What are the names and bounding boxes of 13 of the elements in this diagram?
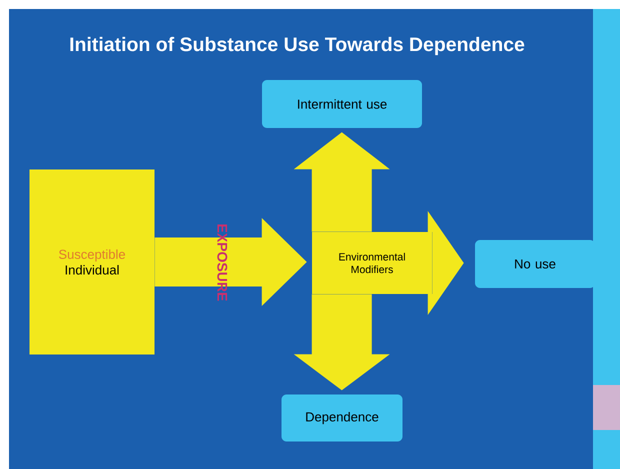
square-box: Susceptible Individual [30, 170, 154, 354]
node-label: Environmental Modifiers [339, 252, 405, 274]
block-arrow [428, 211, 464, 315]
node-label: No use [515, 259, 556, 269]
outcome-box: Intermittent use [262, 80, 422, 128]
center-block: Environmental Modifiers [312, 232, 432, 294]
title: Initiation of Substance Use Towards Dependence [70, 36, 524, 56]
block-arrow [294, 294, 390, 390]
edge-label: EXPOSURE [217, 224, 228, 301]
outcome-box: Dependence [282, 394, 402, 442]
block-arrow [294, 132, 390, 232]
block-arrow [154, 218, 307, 306]
outcome-box: No use [475, 240, 595, 288]
